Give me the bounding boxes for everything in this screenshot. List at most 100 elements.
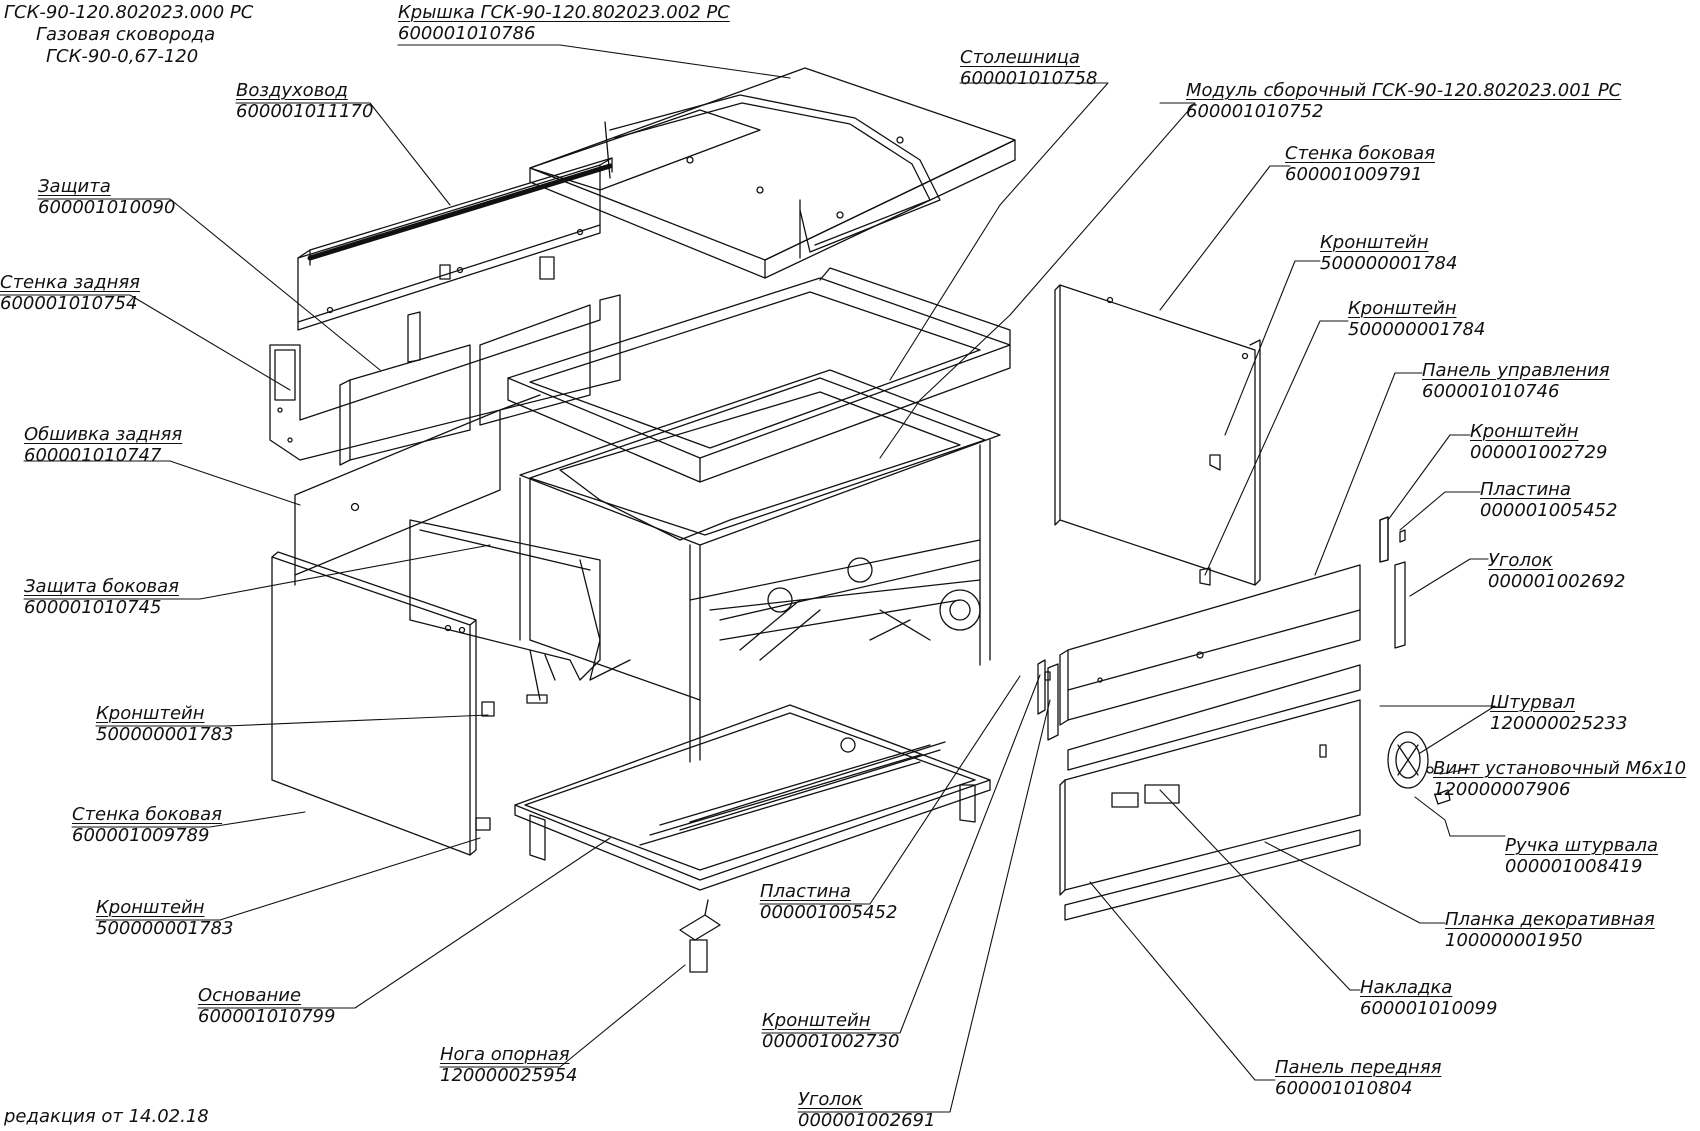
callout-title: Кронштейн: [1348, 298, 1457, 319]
drawing-header: ГСК-90-120.802023.000 РС Газовая сковоро…: [4, 2, 253, 68]
support-leg-drawing: [679, 899, 721, 973]
base-drawing: [514, 704, 991, 891]
callout-handwheel: Штурвал 120000025233: [1490, 692, 1627, 734]
callout-tabletop: Столешница 600001010758: [960, 47, 1097, 89]
callout-corner-1: Уголок 000001002692: [1488, 550, 1625, 592]
callout-air-duct: Воздуховод 600001011170: [236, 80, 373, 122]
callout-title: Модуль сборочный ГСК-90-120.802023.001 Р…: [1186, 80, 1622, 101]
callout-title: Панель передняя: [1275, 1057, 1442, 1078]
callout-code: 500000001783: [96, 918, 234, 939]
callout-title: Воздуховод: [236, 80, 348, 101]
callout-control-panel: Панель управления 600001010746: [1422, 360, 1610, 402]
callout-support-leg: Нога опорная 120000025954: [440, 1044, 577, 1086]
callout-title: Планка декоративная: [1445, 909, 1655, 930]
callout-title: Пластина: [760, 881, 851, 902]
callout-side-protection: Защита боковая 600001010745: [24, 576, 179, 618]
callout-code: 500000001784: [1320, 253, 1458, 274]
callout-title: Кронштейн: [96, 703, 205, 724]
revision-note: редакция от 14.02.18: [4, 1106, 209, 1127]
leader-lines: [0, 44, 1506, 1113]
handwheel-drawing: [1387, 731, 1451, 805]
callout-title: Стенка боковая: [1285, 143, 1435, 164]
callout-rear-cladding: Обшивка задняя 600001010747: [24, 424, 182, 466]
callout-code: 600001010752: [1186, 101, 1324, 122]
callout-code: 600001010745: [24, 597, 162, 618]
callout-code: 600001010754: [0, 293, 138, 314]
air-duct-drawing: [297, 157, 613, 331]
rear-cladding-drawing: [294, 394, 541, 586]
callout-title: Уголок: [798, 1089, 863, 1110]
side-protection-drawing: [409, 519, 601, 704]
right-side-wall-drawing: [1054, 284, 1261, 586]
callout-side-wall-right: Стенка боковая 600001009791: [1285, 143, 1435, 185]
callout-code: 000001005452: [760, 902, 898, 923]
callout-plate-2: Пластина 000001005452: [760, 881, 897, 923]
callout-title: Столешница: [960, 47, 1080, 68]
callout-title: Обшивка задняя: [24, 424, 183, 445]
callout-code: 600001010786: [398, 23, 536, 44]
callout-title: Основание: [198, 985, 302, 1006]
callout-code: 100000001950: [1445, 930, 1583, 951]
callout-code: 600001009791: [1285, 164, 1423, 185]
callout-plate-1: Пластина 000001005452: [1480, 479, 1617, 521]
callout-decorative-strip: Планка декоративная 100000001950: [1445, 909, 1655, 951]
shield-drawing: [339, 304, 591, 466]
callout-code: 000001008419: [1505, 856, 1643, 877]
callout-code: 000001002729: [1470, 442, 1608, 463]
callout-title: Ручка штурвала: [1505, 835, 1658, 856]
callout-bracket-3: Кронштейн 000001002729: [1470, 421, 1607, 463]
corner-drawings: [1037, 516, 1406, 741]
callout-code: 600001010747: [24, 445, 162, 466]
callout-code: 120000007906: [1433, 779, 1571, 800]
callout-title: Стенка боковая: [72, 804, 222, 825]
callout-code: 600001009789: [72, 825, 210, 846]
callout-overlay: Накладка 600001010099: [1360, 977, 1497, 1019]
callout-title: Кронштейн: [96, 897, 205, 918]
callout-code: 000001002691: [798, 1110, 936, 1131]
callout-front-panel: Панель передняя 600001010804: [1275, 1057, 1441, 1099]
callout-code: 500000001783: [96, 724, 234, 745]
callout-code: 600001010799: [198, 1006, 336, 1027]
callout-lid: Крышка ГСК-90-120.802023.002 РС 60000101…: [398, 2, 730, 44]
callout-code: 120000025233: [1490, 713, 1628, 734]
callout-corner-2: Уголок 000001002691: [798, 1089, 935, 1131]
callout-title: Защита боковая: [24, 576, 179, 597]
callout-code: 600001010746: [1422, 381, 1560, 402]
callout-title: Нога опорная: [440, 1044, 570, 1065]
callout-title: Кронштейн: [1470, 421, 1579, 442]
callout-shield: Защита 600001010090: [38, 176, 175, 218]
left-side-wall-drawing: [271, 551, 495, 856]
callout-title: Защита: [38, 176, 111, 197]
callout-title: Кронштейн: [762, 1010, 871, 1031]
callout-base: Основание 600001010799: [198, 985, 335, 1027]
callout-code: 500000001784: [1348, 319, 1486, 340]
callout-bracket-2: Кронштейн 500000001784: [1348, 298, 1485, 340]
callout-title: Кронштейн: [1320, 232, 1429, 253]
callout-code: 600001010758: [960, 68, 1098, 89]
callout-title: Винт установочный М6х10: [1433, 758, 1687, 779]
header-document-code: ГСК-90-120.802023.000 РС: [4, 2, 254, 23]
callout-side-wall-left: Стенка боковая 600001009789: [72, 804, 222, 846]
callout-code: 120000025954: [440, 1065, 578, 1086]
assembly-module-drawing: [507, 267, 1011, 763]
callout-title: Пластина: [1480, 479, 1571, 500]
callout-set-screw: Винт установочный М6х10 120000007906: [1433, 758, 1686, 800]
callout-code: 000001002692: [1488, 571, 1626, 592]
callout-assembly-module: Модуль сборочный ГСК-90-120.802023.001 Р…: [1186, 80, 1621, 122]
callout-rear-wall: Стенка задняя 600001010754: [0, 272, 140, 314]
callout-bracket-6: Кронштейн 000001002730: [762, 1010, 899, 1052]
front-panel-drawing: [1059, 699, 1361, 921]
control-panel-drawing: [1059, 564, 1361, 771]
callout-title: Крышка ГСК-90-120.802023.002 РС: [398, 2, 730, 23]
callout-bracket-4: Кронштейн 500000001783: [96, 703, 233, 745]
callout-title: Штурвал: [1490, 692, 1575, 713]
callout-code: 600001010804: [1275, 1078, 1413, 1099]
callout-title: Уголок: [1488, 550, 1553, 571]
callout-title: Стенка задняя: [0, 272, 140, 293]
callout-handwheel-handle: Ручка штурвала 000001008419: [1505, 835, 1658, 877]
callout-code: 000001002730: [762, 1031, 900, 1052]
callout-code: 600001011170: [236, 101, 374, 122]
callout-title: Накладка: [1360, 977, 1453, 998]
